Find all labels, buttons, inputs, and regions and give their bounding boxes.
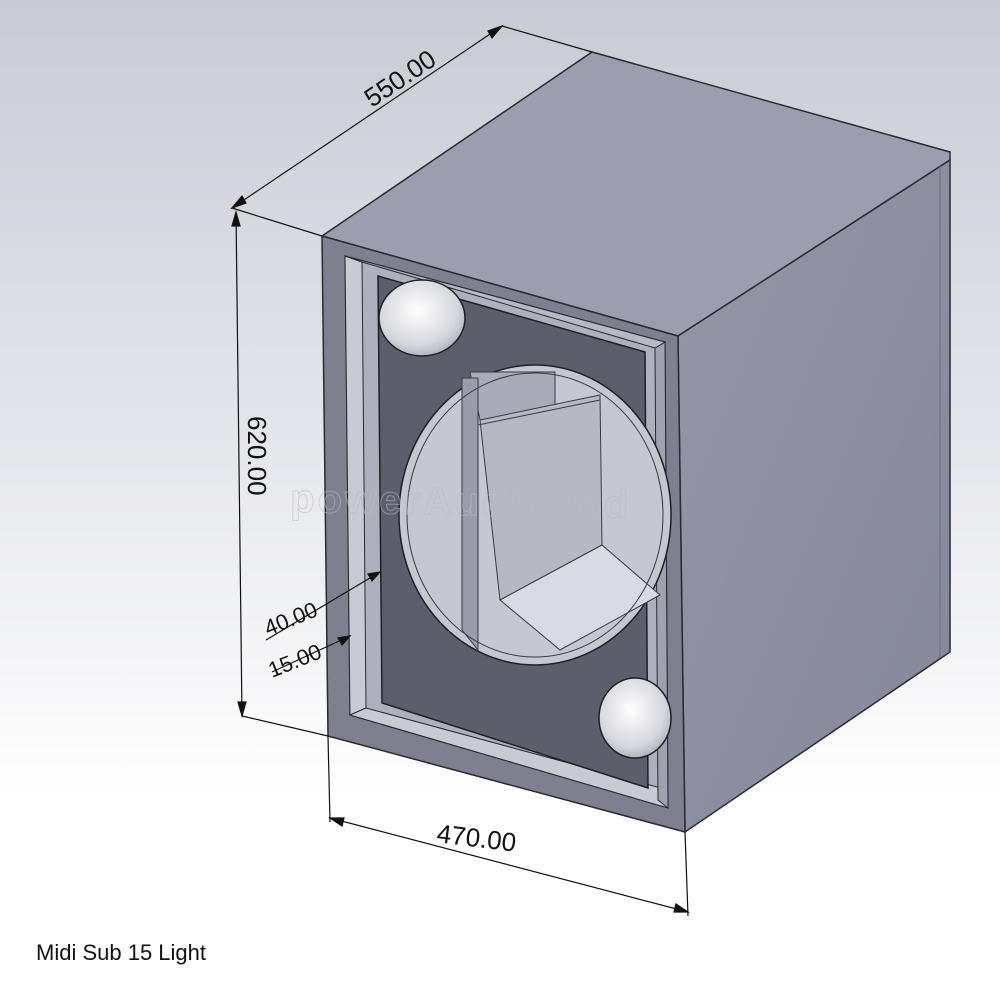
dimension-label-side-panel: 15.00 — [265, 639, 325, 683]
dimension-label-depth: 550.00 — [359, 44, 442, 113]
lower-port — [598, 677, 672, 759]
dimension-label-height: 620.00 — [242, 416, 272, 496]
dimension-width — [327, 735, 690, 917]
driver-cutout — [398, 364, 672, 666]
model-caption: Midi Sub 15 Light — [36, 940, 206, 965]
dimension-height — [231, 209, 329, 737]
upper-port — [378, 279, 466, 357]
dimension-label-width: 470.00 — [435, 818, 518, 857]
cabinet — [320, 51, 951, 834]
top-inner-wall — [344, 255, 667, 349]
dimension-label-front-panel: 40.00 — [261, 597, 321, 641]
dimension-depth — [230, 24, 593, 237]
watermark-text: powerAudio.md — [290, 477, 632, 527]
dimension-panel-thickness — [265, 571, 382, 673]
